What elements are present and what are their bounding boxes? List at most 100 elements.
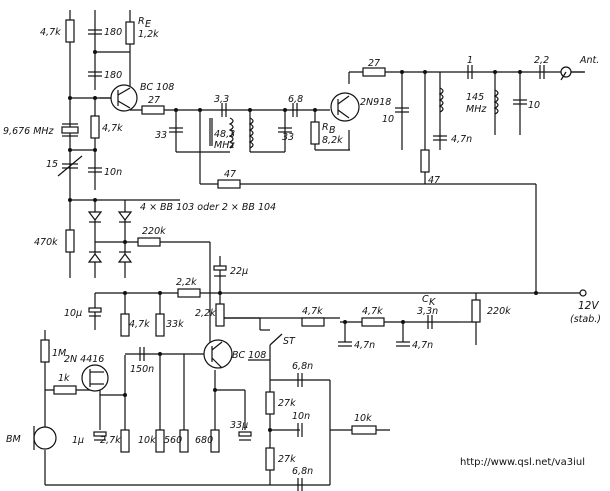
capacitor-6-8n-b (297, 478, 303, 491)
label-c-6-8: 6,8 (288, 94, 303, 105)
label-varicap: 4 × BB 103 oder 2 × BB 104 (140, 202, 276, 213)
label-q4-type: BC 108 (232, 350, 266, 361)
capacitor-4-7n-a (433, 135, 447, 141)
label-r-1m: 1M (52, 348, 66, 359)
resistor-220k-b (471, 299, 481, 323)
supply-terminal (579, 289, 587, 297)
label-r-4-7k-e: 4,7k (129, 319, 150, 330)
antenna-connector (560, 66, 584, 81)
label-r-220k-a: 220k (142, 226, 166, 237)
label-q2-type: 2N918 (360, 97, 391, 108)
capacitor-6-8 (292, 103, 298, 117)
label-c-4-7n-a: 4,7n (451, 134, 472, 145)
transistor-q3-fet (81, 364, 109, 392)
capacitor-3-3 (221, 103, 227, 117)
capacitor-150n (139, 347, 145, 361)
label-re-value: 1,2k (138, 29, 159, 40)
label-c-22u: 22µ (230, 266, 248, 277)
label-r-10k: 10k (138, 435, 156, 446)
capacitor-33u (238, 431, 252, 441)
label-r-47-a: 47 (224, 169, 236, 180)
label-rb-name: R (322, 122, 329, 133)
wiring (44, 10, 585, 486)
label-r-470k: 470k (34, 237, 58, 248)
label-bm: BM (6, 434, 21, 445)
label-ck-sub: K (429, 297, 436, 308)
label-supply: 12V (578, 300, 599, 312)
label-c-4-7n-b: 4,7n (354, 340, 375, 351)
resistor-4k7-top (65, 19, 75, 43)
microphone (33, 426, 57, 450)
junction-dots (68, 50, 538, 432)
resistor-560 (179, 429, 189, 453)
label-r-4-7k-d: 4,7k (362, 306, 383, 317)
resistor-220k-a (137, 237, 161, 247)
capacitor-10-b (513, 99, 527, 105)
capacitor-10-a (395, 107, 409, 113)
resistor-27k-a (265, 391, 275, 415)
capacitor-1u (93, 431, 107, 441)
label-c-1u: 1µ (72, 435, 84, 446)
capacitor-22u (213, 265, 227, 277)
label-r-33k: 33k (166, 319, 184, 330)
resistor-2k2-b (215, 303, 225, 327)
label-r-2-2k-a: 2,2k (176, 277, 197, 288)
capacitor-10n-b (297, 423, 303, 437)
label-r-680: 680 (195, 435, 213, 446)
transistor-q1 (110, 84, 138, 112)
label-r-27-a: 27 (148, 95, 160, 106)
label-c-10n-b: 10n (292, 411, 310, 422)
label-r-47-b: 47 (428, 175, 440, 186)
label-url: http://www.qsl.net/va3iul (460, 457, 585, 468)
inductors (209, 87, 499, 149)
label-r-27k-a: 27k (278, 398, 296, 409)
resistor-33k (155, 313, 165, 337)
label-l-145-unit: MHz (466, 104, 487, 115)
resistor-10k (155, 429, 165, 453)
resistor-47-a (217, 179, 241, 189)
label-r-560: 560 (164, 435, 182, 446)
resistor-4k7-q1 (90, 115, 100, 139)
label-r-10k-pot: 10k (354, 413, 372, 424)
potentiometer-10k (351, 425, 377, 435)
resistor-2k2-a (177, 288, 201, 298)
varicap-diodes (87, 211, 133, 263)
label-r-4k7-top: 4,7k (40, 27, 61, 38)
inductor-145-a (438, 87, 444, 113)
resistor-4k7-d (361, 317, 385, 327)
resistors (40, 19, 481, 471)
label-l-145: 145 (466, 92, 484, 103)
capacitor-4-7n-c (396, 341, 410, 347)
label-c-180-b: 180 (104, 70, 122, 81)
label-c-10-a: 10 (382, 114, 394, 125)
label-r-27k-b: 27k (278, 454, 296, 465)
resistor-680 (210, 429, 220, 453)
label-ant: Ant. (579, 55, 599, 66)
label-r-2-7k: 2,7k (100, 435, 121, 446)
resistor-re (125, 21, 135, 45)
capacitor-6-8n-a (297, 373, 303, 387)
resistor-4k7-e (120, 313, 130, 337)
label-st: ST (283, 336, 296, 347)
label-q1-type: BC 108 (140, 82, 174, 93)
label-c-3-3: 3,3 (214, 94, 229, 105)
label-c-33u: 33µ (230, 420, 248, 431)
capacitor-10u (88, 307, 102, 317)
capacitor-2-2 (539, 65, 545, 79)
resistor-47-b (420, 149, 430, 173)
label-re-sub: E (145, 19, 151, 30)
label-c-15: 15 (46, 159, 58, 170)
resistor-27-b (362, 67, 386, 77)
label-c-150n: 150n (130, 364, 154, 375)
capacitor-180-a (88, 29, 102, 35)
capacitor-180-b (88, 71, 102, 77)
label-c-10n: 10n (104, 167, 122, 178)
capacitor-10n (88, 167, 102, 173)
label-re-name: R (138, 16, 145, 27)
resistor-470k (65, 229, 75, 253)
capacitor-1 (467, 65, 473, 79)
resistor-4k7-c (301, 317, 325, 327)
label-r-4k7-q1: 4,7k (102, 123, 123, 134)
label-c-33-b: 33 (282, 132, 294, 143)
